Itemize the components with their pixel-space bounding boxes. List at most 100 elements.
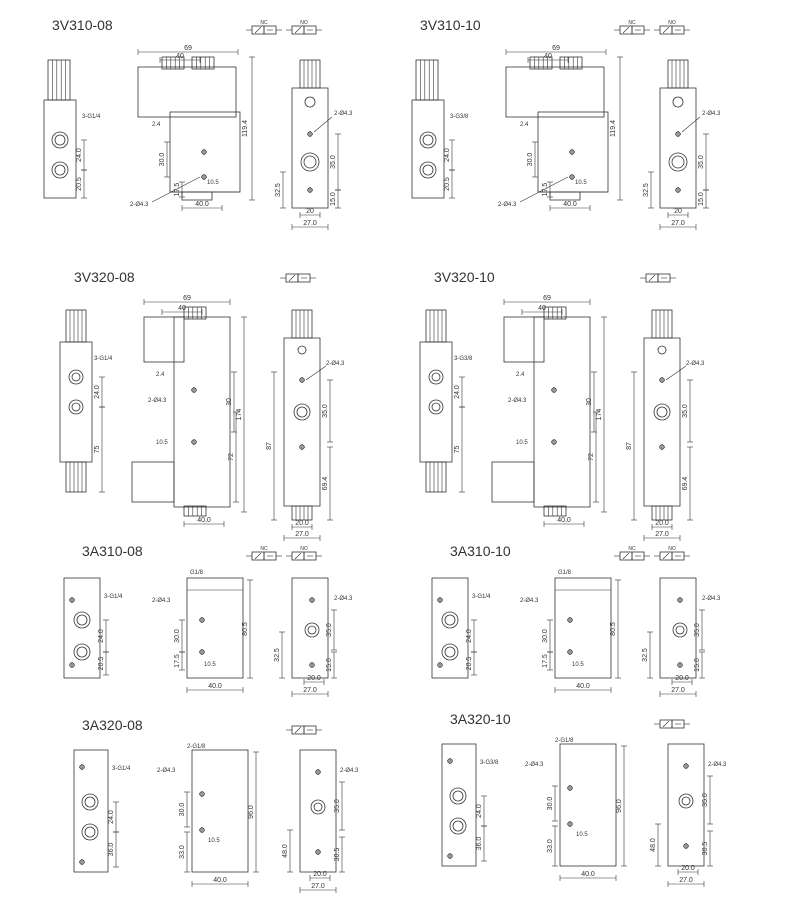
- dim-label-vertical: 174: [596, 409, 603, 421]
- dim-label-horizontal: 40: [178, 305, 186, 312]
- dim-label-horizontal: 40.0: [213, 877, 227, 884]
- dim-label-horizontal: 20: [306, 208, 314, 215]
- side-body: [643, 337, 681, 507]
- port-inner: [84, 796, 96, 808]
- coil-cap: [299, 59, 321, 89]
- symbol-arrow: [622, 552, 630, 560]
- coil-cap: [543, 306, 567, 320]
- valve-symbol: [280, 273, 316, 283]
- coil-cap: [183, 306, 207, 320]
- dim-label-vertical: 72: [228, 453, 235, 461]
- coil-cap: [183, 505, 207, 517]
- port-inner: [71, 402, 81, 412]
- port-inner: [303, 155, 317, 169]
- dim-label-vertical: 24.0: [98, 629, 105, 643]
- valve-symbol: NC: [246, 20, 282, 35]
- port-label: 3-G3/8: [454, 356, 473, 362]
- symbol-label: NC: [260, 20, 268, 26]
- port-outer: [449, 817, 467, 835]
- dim-label-vertical: 30.5: [702, 842, 709, 856]
- base-plate: [181, 191, 213, 201]
- dim-label-vertical: 96.0: [616, 799, 623, 813]
- dim-label: 2.4: [516, 372, 525, 378]
- port-label: 3-G1/4: [112, 766, 131, 772]
- symbol-label: NO: [300, 546, 308, 552]
- dim-label: 10.5: [575, 180, 587, 186]
- dim-label-horizontal: 20.0: [681, 865, 695, 872]
- valve-body: [554, 577, 612, 679]
- dim-label: 10.5: [516, 440, 528, 446]
- dim-label-horizontal: 69: [183, 295, 191, 302]
- leader-line: [313, 116, 333, 133]
- port-inner: [422, 134, 434, 146]
- port-inner: [84, 826, 96, 838]
- valve-symbol: NC: [614, 546, 650, 561]
- symbol-label: NC: [628, 546, 636, 552]
- dim-label-vertical: 30.0: [542, 629, 549, 643]
- coil-cap: [543, 505, 567, 517]
- port-outer: [68, 369, 84, 385]
- hole-label: 2-Ø4.3: [498, 202, 517, 208]
- symbol-arrow: [294, 26, 302, 34]
- port-inner: [444, 646, 456, 658]
- symbol-arrow: [288, 274, 296, 282]
- dim-label-vertical: 30.0: [174, 629, 181, 643]
- hole-label: 2-Ø4.3: [708, 762, 727, 768]
- port-label: 3-G3/8: [450, 114, 469, 120]
- dim-label: 10.5: [572, 662, 584, 668]
- section-title: 3A310-08: [82, 543, 143, 559]
- dim-label-vertical: 48.0: [650, 838, 657, 852]
- symbol-label: NO: [668, 20, 676, 26]
- symbol-label: NC: [628, 20, 636, 26]
- hole-label: 2-Ø4.3: [686, 361, 705, 367]
- port-inner: [444, 614, 456, 626]
- dim-label: 10.5: [208, 838, 220, 844]
- dim-label-vertical: 20.5: [98, 657, 105, 671]
- solenoid-housing: [143, 316, 185, 363]
- section-title: 3V310-10: [420, 17, 481, 33]
- dim-label-vertical: 15.0: [330, 192, 337, 206]
- symbol-label: NO: [300, 20, 308, 26]
- lower-solenoid: [131, 461, 175, 503]
- hole-label: 2-Ø4.3: [152, 598, 171, 604]
- symbol-arrow: [294, 552, 302, 560]
- gport-label: G1/8: [190, 570, 204, 576]
- coil-cap: [161, 56, 185, 70]
- gport-label: 2-G1/8: [187, 744, 206, 750]
- dim-label-horizontal: 20.0: [313, 871, 327, 878]
- valve-symbol: NO: [286, 20, 322, 35]
- dim-label-vertical: 17.5: [542, 654, 549, 668]
- dim-label-horizontal: 40.0: [208, 683, 222, 690]
- port-outer: [300, 152, 320, 172]
- dim-label-vertical: 35.0: [698, 155, 705, 169]
- body-outline: [43, 99, 77, 199]
- solenoid-knob: [304, 96, 316, 108]
- dim-label-vertical: 32.5: [642, 648, 649, 662]
- dim-label-horizontal: 27.0: [303, 687, 317, 694]
- symbol-arrow: [662, 26, 670, 34]
- coil-cap: [65, 461, 87, 493]
- solenoid-knob: [672, 96, 684, 108]
- leader-line: [305, 365, 327, 381]
- port-label: 3-G1/4: [82, 114, 101, 120]
- dim-label-horizontal: 27.0: [295, 531, 309, 538]
- leader-line: [665, 365, 687, 381]
- dim-label-vertical: 32.5: [643, 183, 650, 197]
- coil-cap: [47, 59, 71, 101]
- hole-label: 2-Ø4.3: [326, 361, 345, 367]
- dim-label-vertical: 35.0: [334, 799, 341, 813]
- coil-cap: [425, 461, 447, 493]
- port-inner: [452, 790, 464, 802]
- hole-label: 2-Ø4.3: [334, 111, 353, 117]
- port-outer: [51, 161, 69, 179]
- symbol-arrow: [254, 26, 262, 34]
- solenoid-knob: [297, 345, 307, 355]
- symbol-arrow: [648, 274, 656, 282]
- valve-body: [186, 577, 244, 679]
- body-outline: [73, 749, 109, 873]
- port-inner: [307, 625, 317, 635]
- solenoid-housing: [137, 66, 237, 118]
